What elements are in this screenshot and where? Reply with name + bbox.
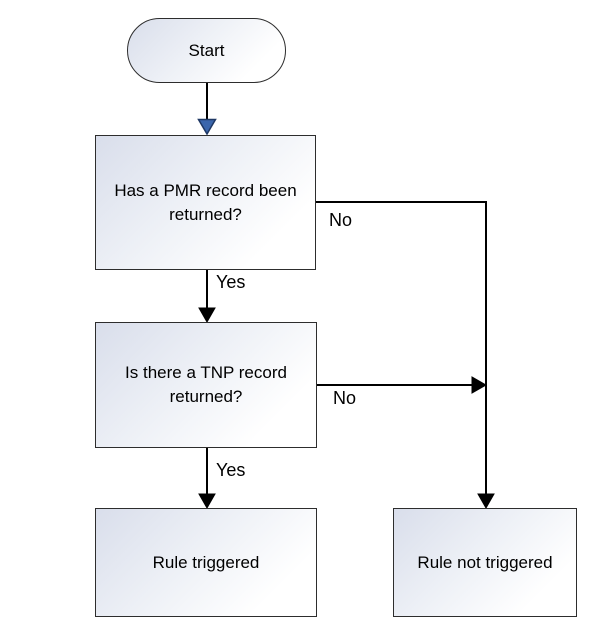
tnp-no-edge-label: No <box>333 388 357 408</box>
arrowhead-start-to-pmr-icon <box>197 118 217 136</box>
arrowhead-tnp-no-icon <box>471 376 488 394</box>
arrowhead-pmr-yes-icon <box>198 307 216 324</box>
tnp-yes-edge-label: Yes <box>216 460 246 480</box>
arrowhead-tnp-yes-icon <box>198 493 216 510</box>
arrowhead-not-triggered-icon <box>477 493 495 510</box>
rule-not-triggered-label: Rule not triggered <box>417 552 553 572</box>
pmr-question-node: Has a PMR record been returned? <box>95 135 316 270</box>
edge-pmr-no-to-not-triggered <box>316 201 487 495</box>
pmr-no-edge-label: No <box>329 210 353 230</box>
pmr-yes-edge-label: Yes <box>216 272 246 292</box>
tnp-question-node: Is there a TNP record returned? <box>95 322 317 448</box>
rule-not-triggered-node: Rule not triggered <box>393 508 577 617</box>
pmr-question-label: Has a PMR record been returned? <box>114 180 297 224</box>
tnp-question-label: Is there a TNP record returned? <box>125 363 287 406</box>
rule-triggered-node: Rule triggered <box>95 508 317 617</box>
start-node: Start <box>127 18 286 83</box>
start-node-label: Start <box>188 40 225 60</box>
rule-triggered-label: Rule triggered <box>152 552 260 572</box>
